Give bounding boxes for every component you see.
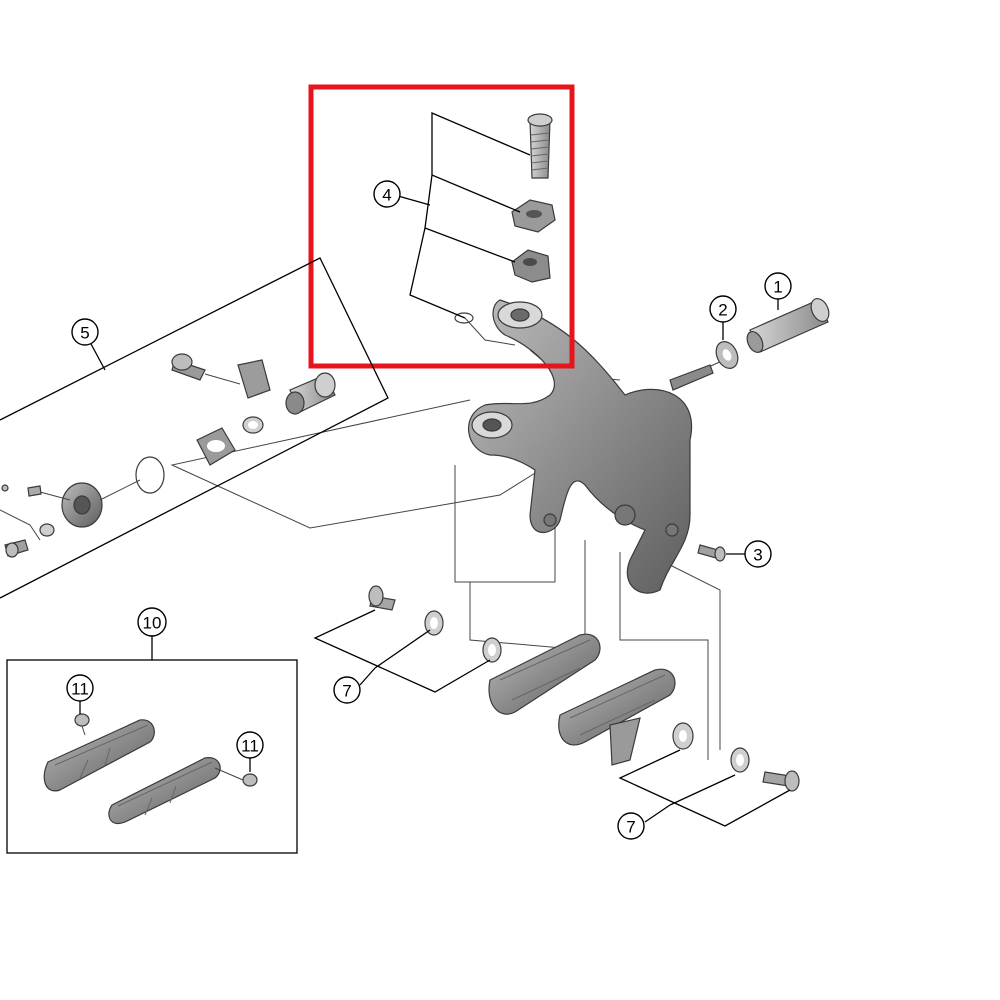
callout-11-right: 11 xyxy=(236,731,264,759)
shoe-hardware xyxy=(368,585,800,792)
callout-7-leaders xyxy=(313,609,791,827)
svg-text:3: 3 xyxy=(753,546,762,565)
svg-text:7: 7 xyxy=(342,682,351,701)
callout-11-left: 11 xyxy=(66,674,94,702)
spare-pad-1 xyxy=(43,701,155,792)
svg-text:11: 11 xyxy=(241,737,259,756)
svg-text:1: 1 xyxy=(773,278,782,297)
highlight-box xyxy=(308,84,575,369)
group-5-frame xyxy=(0,257,389,599)
spare-pad-2 xyxy=(108,757,258,825)
callout-3: 3 xyxy=(744,540,772,568)
washer-part-2 xyxy=(715,341,739,369)
svg-text:2: 2 xyxy=(718,301,727,320)
group-5-parts xyxy=(0,353,336,558)
callout-4: 4 xyxy=(373,180,401,208)
brake-shoe-front xyxy=(488,633,601,715)
callout-7-left: 7 xyxy=(333,676,361,704)
callout-5: 5 xyxy=(71,318,99,346)
svg-text:10: 10 xyxy=(143,614,162,633)
brake-shoe-rear xyxy=(558,668,676,766)
callout-7-right: 7 xyxy=(617,812,645,840)
misc-leaders xyxy=(722,299,779,340)
callout-4-leaders xyxy=(397,112,531,346)
svg-text:7: 7 xyxy=(626,818,635,837)
quick-release-parts xyxy=(454,113,556,324)
callout-1: 1 xyxy=(764,272,792,300)
brake-caliper-body xyxy=(468,299,693,594)
svg-text:11: 11 xyxy=(71,680,89,699)
small-bolt-part-3 xyxy=(697,544,745,562)
callout-10: 10 xyxy=(137,607,167,637)
svg-text:5: 5 xyxy=(80,324,89,343)
svg-text:4: 4 xyxy=(382,186,391,205)
callout-2: 2 xyxy=(709,295,737,323)
pivot-bolt xyxy=(669,298,830,391)
